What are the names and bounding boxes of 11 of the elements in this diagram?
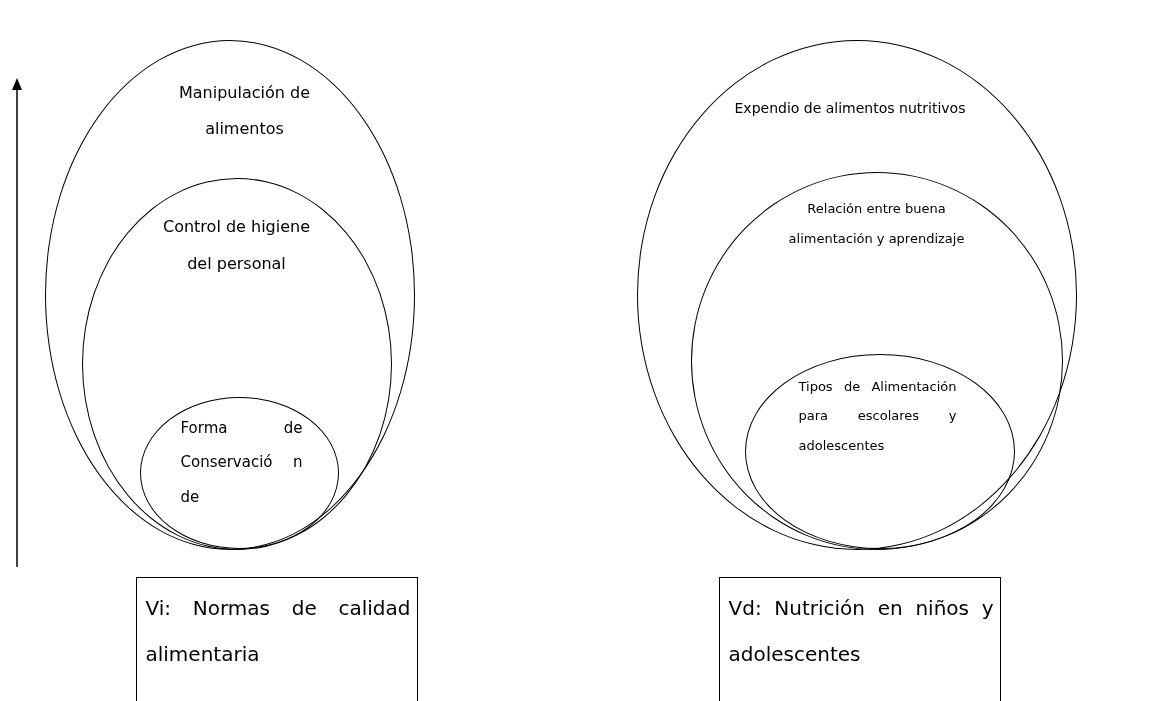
ellipse-label: Relación entre buena alimentación y aprendizaje — [787, 200, 966, 248]
ellipse-label: Forma de Conservació n de — [180, 417, 303, 508]
ellipse-label: Manipulación de alimentos — [178, 81, 311, 141]
variable-box — [136, 577, 418, 701]
variable-label: Vi: Normas de calidad alimentaria — [145, 594, 411, 668]
ellipse-label: Control de higiene del personal — [162, 216, 311, 275]
variable-label: Vd: Nutrición en niños y adolescentes — [728, 594, 994, 668]
ellipse — [745, 354, 1015, 549]
variable-box — [719, 577, 1001, 701]
ellipse-label: Tipos de Alimentación para escolares y adolescentes — [798, 377, 957, 456]
ellipse-label: Expendio de alimentos nutritivos — [734, 98, 967, 118]
